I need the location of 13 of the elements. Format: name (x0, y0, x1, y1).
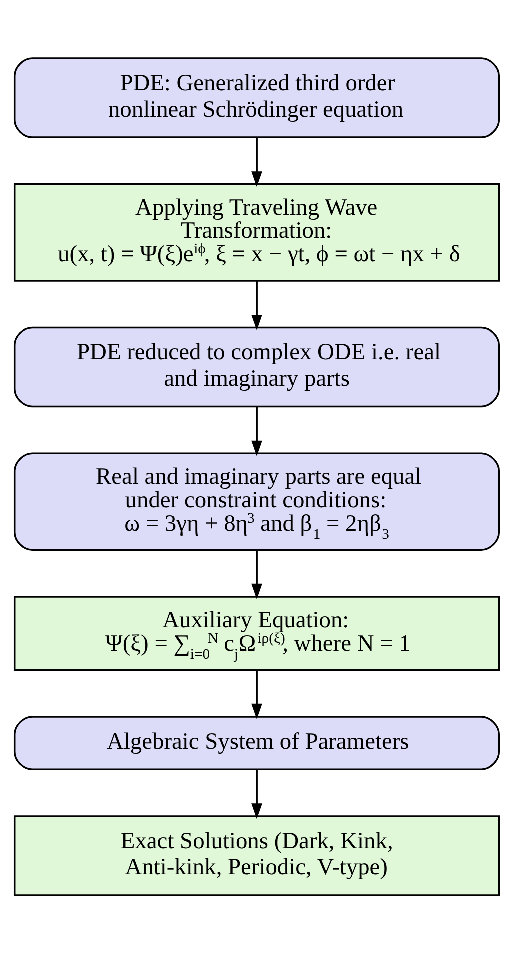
arrow (251, 550, 262, 600)
arrow (251, 770, 262, 820)
arrow (251, 138, 262, 188)
arrow (251, 670, 262, 720)
node-box: Auxiliary Equation: Ψ(ξ) = ∑$_{i=0}$$^{N}$ c$_{j}$Ω$^{iρ(ξ)}$, where N = 1 (13, 596, 500, 672)
node-box: Real and imaginary parts are equal under constraint conditions: ω = 3γη + 8η$^{3}$ and β$_{1}$ = 2ηβ$_{3}$ (13, 452, 500, 552)
arrow (251, 281, 262, 330)
node-box: Applying Traveling Wave Transformation: u(x, t) = Ψ(ξ)e$^{iϕ}$, ξ = x − γt, ϕ = ωt − ηx + δ (13, 184, 500, 282)
node-box: PDE reduced to complex ODE i.e. real and imaginary parts (13, 326, 500, 408)
node-box: Exact Solutions (Dark, Kink, Anti-kink, Periodic, V-type) (13, 816, 500, 896)
arrow (251, 406, 262, 456)
node-box: Algebraic System of Parameters (13, 716, 500, 770)
node-box: PDE: Generalized third order nonlinear Schrödinger equation (13, 58, 500, 138)
